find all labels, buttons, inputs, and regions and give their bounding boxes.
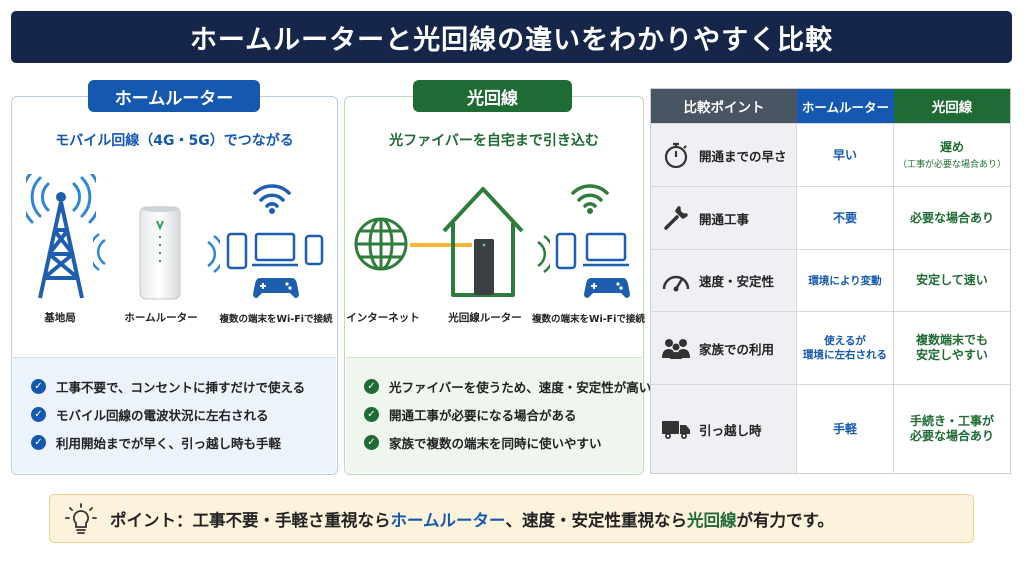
page-title: ホームルーターと光回線の違いをわかりやすく比較 <box>11 11 1012 63</box>
caption-base-station: 基地局 <box>44 312 76 324</box>
list-item: ✓ 工事不要で、コンセントに挿すだけで使える <box>13 372 336 400</box>
home-router-subtitle: モバイル回線（4G・5G）でつながる <box>55 133 294 149</box>
caption-devices: 複数の端末をWi-Fiで接続 <box>219 314 333 325</box>
row-label: 開通までの早さ <box>699 148 787 164</box>
caption-devices: 複数の端末をWi-Fiで接続 <box>532 314 645 325</box>
bullet-text: 光ファイバーを使うため、速度・安定性が高い <box>389 379 652 395</box>
fiber-value-line: 複数端末でも <box>915 333 988 347</box>
table-row: 引っ越し時 手軽 手続き・工事が必要な場合あり <box>651 385 1010 473</box>
header-home-router: ホームルーター <box>797 89 894 123</box>
list-item: ✓ 家族で複数の端末を同時に使いやすい <box>346 428 642 456</box>
header-fiber: 光回線 <box>894 89 1010 123</box>
signal-waves-icon <box>537 234 550 274</box>
home-value: 早い <box>832 147 857 162</box>
caption-fiber-router: 光回線ルーター <box>448 312 522 324</box>
check-icon: ✓ <box>364 378 379 394</box>
row-label: 家族での利用 <box>699 341 775 357</box>
devices-icon <box>555 232 630 298</box>
point-middle: 、速度・安定性重視なら <box>505 510 688 530</box>
header-point: 比較ポイント <box>651 89 797 123</box>
fiber-line-icon <box>410 243 472 247</box>
home-router-bullets: ✓ 工事不要で、コンセントに挿すだけで使える ✓ モバイル回線の電波状況に左右される… <box>13 357 336 473</box>
bullet-text: 工事不要で、コンセントに挿すだけで使える <box>56 379 306 395</box>
point-home-router: ホームルーター <box>390 510 506 530</box>
fiber-value: 遅め <box>939 140 964 154</box>
signal-waves-icon <box>207 234 220 274</box>
table-row: 家族での利用 使えるが環境に左右される 複数端末でも安定しやすい <box>651 312 1010 385</box>
bullet-text: 家族で複数の端末を同時に使いやすい <box>389 435 602 451</box>
fiber-value-line: 手続き・工事が <box>909 414 994 428</box>
house-icon <box>442 187 524 297</box>
list-item: ✓ 光ファイバーを使うため、速度・安定性が高い <box>346 372 651 400</box>
globe-icon <box>354 217 408 271</box>
fiber-bullets: ✓光ファイバーを使うため、速度・安定性が高い ✓開通工事が必要になる場合がある … <box>346 357 651 473</box>
lightbulb-icon <box>65 502 97 534</box>
row-label: 引っ越し時 <box>699 422 762 438</box>
fiber-value: 安定して速い <box>916 273 988 287</box>
check-icon: ✓ <box>364 434 379 450</box>
table-header: 比較ポイント ホームルーター 光回線 <box>651 89 1010 124</box>
fiber-tag: 光回線 <box>413 80 572 112</box>
table-row: 開通工事 不要 必要な場合あり <box>651 187 1010 250</box>
wifi-icon <box>571 184 609 214</box>
fiber-note: （工事が必要な場合あり） <box>897 160 1006 170</box>
check-icon: ✓ <box>31 378 46 394</box>
home-value-line: 使えるが <box>824 335 866 347</box>
cell-tower-icon <box>26 174 96 299</box>
list-item: ✓ 利用開始までが早く、引っ越し時も手軽 <box>13 428 336 456</box>
home-value-line: 環境に左右される <box>803 349 887 361</box>
row-label: 速度・安定性 <box>699 274 775 289</box>
wifi-icon <box>253 184 291 214</box>
check-icon: ✓ <box>31 434 46 450</box>
caption-home-router: ホームルーター <box>124 312 198 324</box>
bullet-text: 開通工事が必要になる場合がある <box>389 407 577 423</box>
fiber-subtitle: 光ファイバーを自宅まで引き込む <box>389 133 599 149</box>
comparison-table: 比較ポイント ホームルーター 光回線 開通までの早さ 早い 遅め （工事が必要な… <box>650 88 1011 474</box>
check-icon: ✓ <box>31 406 46 422</box>
devices-icon <box>226 232 324 298</box>
fiber-value-line: 安定しやすい <box>916 348 988 362</box>
table-row: 速度・安定性 環境により変動 安定して速い <box>651 250 1010 312</box>
home-router-tag: ホームルーター <box>88 80 260 112</box>
list-item: ✓ モバイル回線の電波状況に左右される <box>13 400 336 428</box>
row-label: 開通工事 <box>699 211 750 227</box>
point-suffix: が有力です。 <box>736 510 834 530</box>
list-item: ✓ 開通工事が必要になる場合がある <box>346 400 642 428</box>
signal-waves-icon <box>93 232 106 272</box>
point-prefix: ポイント：工事不要・手軽さ重視なら <box>110 510 391 530</box>
speedometer-icon <box>661 266 691 296</box>
point-banner: ポイント：工事不要・手軽さ重視ならホームルーター、速度・安定性重視なら光回線が有… <box>49 494 974 543</box>
stopwatch-icon <box>661 140 691 170</box>
fiber-value: 必要な場合あり <box>909 210 994 225</box>
truck-icon <box>661 414 691 444</box>
home-value: 手軽 <box>832 421 857 436</box>
point-fiber: 光回線 <box>687 510 737 530</box>
table-row: 開通までの早さ 早い 遅め （工事が必要な場合あり） <box>651 124 1010 187</box>
home-value: 不要 <box>832 210 857 225</box>
family-icon <box>661 333 691 363</box>
bullet-text: 利用開始までが早く、引っ越し時も手軽 <box>56 435 282 451</box>
home-router-device-icon <box>139 206 181 300</box>
wrench-icon <box>661 203 691 233</box>
home-value: 環境により変動 <box>808 274 882 287</box>
check-icon: ✓ <box>364 406 379 422</box>
fiber-value-line: 必要な場合あり <box>909 429 994 443</box>
bullet-text: モバイル回線の電波状況に左右される <box>56 407 269 423</box>
caption-internet: インターネット <box>346 312 420 324</box>
